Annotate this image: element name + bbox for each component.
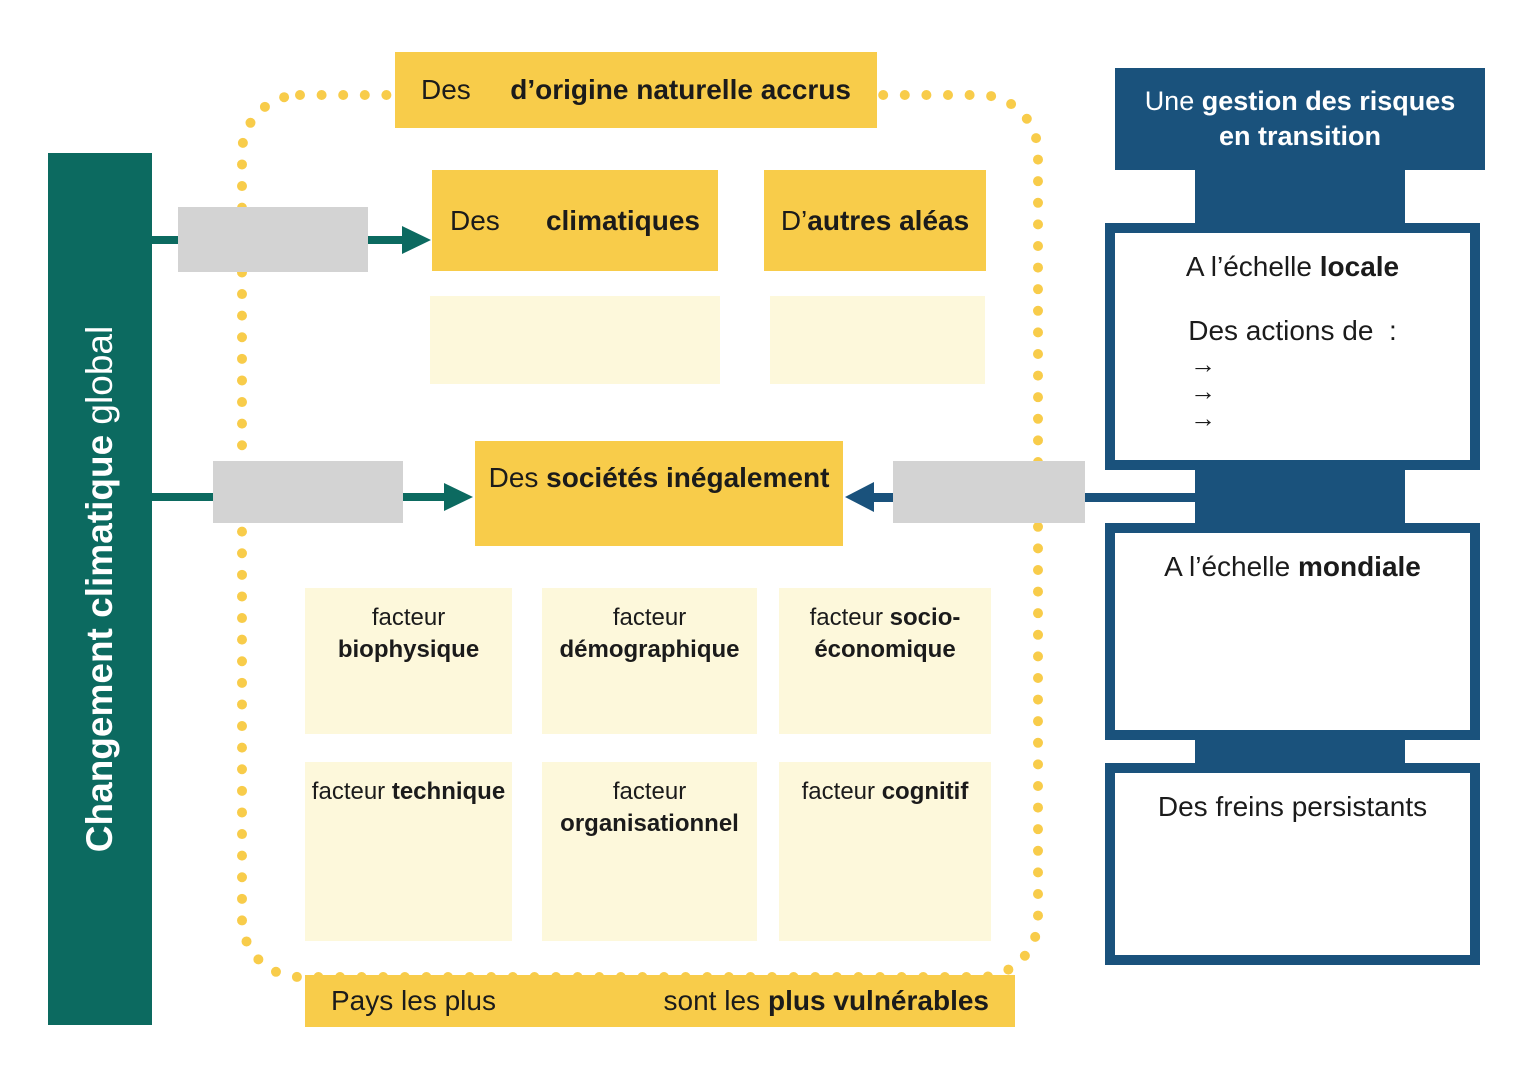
global-scale-box: A l’échelle mondiale: [1105, 523, 1480, 740]
blank-label-box-top: [178, 207, 368, 272]
panel-connector-2: [1195, 468, 1405, 525]
factor-box-biophysical: facteur biophysique: [305, 588, 512, 734]
climate-label-regular: global: [79, 325, 120, 425]
societies-prefix: Des: [488, 462, 539, 493]
blank-note-box-1: [430, 296, 720, 384]
arrow-bullet-icon: →: [1190, 403, 1216, 433]
factor-line: facteur cognitif: [801, 778, 969, 805]
factor-line: facteur socio-: [809, 604, 961, 631]
factor-line: facteur: [612, 604, 687, 631]
factor-box-technical: facteur technique: [305, 762, 512, 941]
factor-box-organizational: facteur organisationnel: [542, 762, 757, 941]
global-climate-bar: [48, 153, 152, 1025]
arrow-bullet-icon: →: [1190, 376, 1216, 406]
natural-hazards-prefix: Des: [421, 74, 471, 105]
climate-hazards-prefix: Des: [450, 204, 500, 236]
vulnerable-right: sont les plus vulnérables: [663, 985, 989, 1016]
factor-line-2: organisationnel: [560, 810, 739, 838]
climate-hazards-bold: climatiques: [545, 204, 700, 236]
vulnerable-left: Pays les plus: [331, 985, 496, 1016]
global-climate-bar-label: Changement climatique global: [48, 153, 152, 1025]
factor-line: facteur: [612, 778, 687, 805]
factor-line: facteur biophysique: [337, 604, 480, 664]
panel-connector-3: [1195, 738, 1405, 765]
factor-line-2: économique: [814, 636, 956, 664]
persistent-brakes-box: Des freins persistants: [1105, 763, 1480, 965]
other-hazards-box: D’autres aléas: [764, 170, 986, 271]
blank-label-box-right: [893, 461, 1085, 523]
local-actions-bullets: → → →: [1190, 351, 1470, 432]
panel-connector-1: [1195, 168, 1405, 225]
arrow-bullet-icon: →: [1190, 349, 1216, 379]
teal-arrowhead-middle-icon: [444, 483, 473, 511]
natural-hazards-bold: d’origine naturelle accrus: [510, 74, 851, 105]
factor-box-cognitive: facteur cognitif: [779, 762, 991, 941]
factor-box-demographic: facteur démographique: [542, 588, 757, 734]
blank-note-box-2: [770, 296, 985, 384]
factor-box-socioeconomic: facteur socio- économique: [779, 588, 991, 734]
teal-arrowhead-top-icon: [402, 226, 431, 254]
local-scale-box: A l’échelle locale Des actions de : → → …: [1105, 223, 1480, 470]
risk-management-header-label: Une gestion des risques en transition: [1144, 85, 1456, 151]
local-actions-label: Des actions de :: [1188, 315, 1397, 346]
blank-label-box-middle: [213, 461, 403, 523]
global-scale-title: A l’échelle mondiale: [1164, 551, 1421, 582]
other-hazards-bold: autres aléas: [807, 204, 970, 236]
other-hazards-prefix: D’: [780, 204, 808, 236]
natural-hazards-box: Des d’origine naturelle accrus: [395, 52, 877, 128]
persistent-brakes-title: Des freins persistants: [1157, 791, 1428, 822]
blue-arrowhead-icon: [845, 482, 874, 512]
factor-line: facteur technique: [311, 778, 506, 805]
factor-line-2: démographique: [559, 636, 740, 664]
vulnerable-countries-bar: Pays les plus sont les plus vulnérables: [305, 975, 1015, 1027]
local-scale-title: A l’échelle locale: [1185, 251, 1400, 282]
climate-hazards-box: Des climatiques: [432, 170, 718, 271]
societies-bold: sociétés inégalement: [546, 462, 830, 493]
climate-label-bold: Changement climatique: [79, 434, 120, 853]
unequal-societies-box: Des sociétés inégalement: [475, 441, 843, 546]
risk-management-header: Une gestion des risques en transition: [1115, 68, 1485, 170]
